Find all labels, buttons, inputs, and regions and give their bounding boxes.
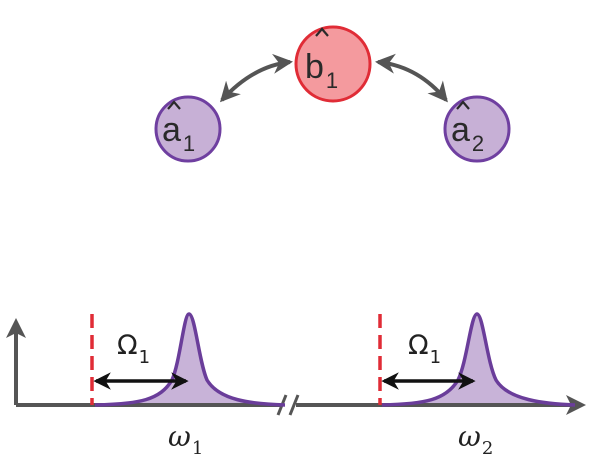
coupling-arrow-a1-b1	[219, 53, 293, 103]
svg-text:a1: a1	[162, 111, 195, 156]
svg-text:a2: a2	[451, 111, 484, 156]
coupling-arrow-b1-a2	[375, 53, 448, 103]
hat-icon	[315, 27, 329, 37]
mode-b1-subscript: 1	[326, 68, 338, 93]
mode-b1-symbol: b	[305, 48, 324, 86]
peak-2-label: ω2	[458, 420, 493, 459]
mode-a2-subscript: 2	[472, 131, 484, 156]
mode-a2-circle	[443, 95, 511, 163]
mode-b1-circle	[294, 25, 372, 103]
mode-a1-subscript: 1	[183, 131, 195, 156]
svg-text:b1: b1	[305, 48, 338, 93]
mode-b1: b1	[294, 25, 372, 103]
peak-1-label: ω1	[168, 420, 203, 459]
mode-a2: a2	[443, 95, 511, 163]
peak-2-outline	[381, 312, 576, 407]
mode-a2-symbol: a	[451, 111, 470, 149]
mode-a1: a1	[154, 95, 222, 163]
peak-1-fill	[95, 314, 285, 405]
hat-icon	[167, 100, 181, 110]
detuning-label-2: Ω1	[408, 330, 441, 368]
peak-1-outline	[94, 312, 286, 407]
peak-2-fill	[382, 314, 575, 405]
axis-break-mark	[288, 394, 300, 416]
mode-a1-symbol: a	[162, 111, 181, 149]
hat-icon	[456, 100, 470, 110]
detuning-label-1: Ω1	[117, 330, 150, 368]
mode-a1-circle	[154, 95, 222, 163]
